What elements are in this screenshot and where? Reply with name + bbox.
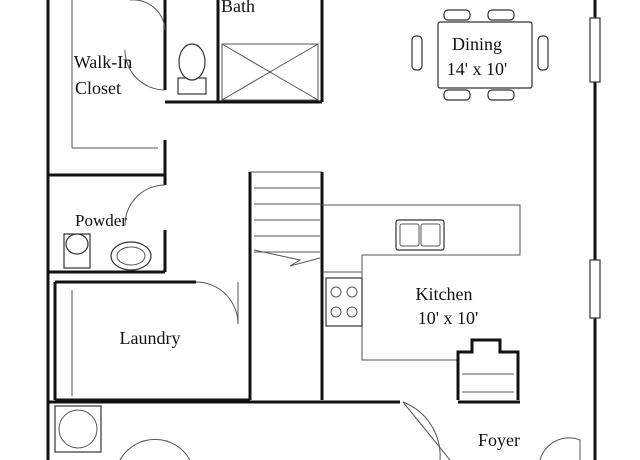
toilet-icon [177, 43, 207, 95]
closet-upper-door-swing [130, 0, 166, 31]
room-label-walk-in: Walk-In [74, 52, 133, 72]
room-size-dining: 14' x 10' [447, 59, 508, 79]
powder-area [48, 175, 167, 274]
dining-table-icon [411, 9, 549, 101]
pantry [456, 338, 520, 400]
bath-area [165, 0, 324, 104]
foyer-door-leaf [402, 401, 451, 460]
sink-icon [110, 241, 152, 271]
room-label-powder: Powder [75, 211, 127, 230]
exterior-walls [46, 0, 601, 460]
room-size-kitchen: 10' x 10' [418, 308, 479, 328]
stove-icon [325, 277, 363, 327]
window-lower [589, 259, 601, 319]
kitchen-area [322, 204, 521, 400]
kitchen-sink-icon [395, 219, 445, 251]
powder-door-swing [124, 184, 166, 226]
room-label-foyer: Foyer [478, 430, 520, 450]
staircase [250, 171, 324, 400]
foyer-area [48, 400, 581, 460]
shower [221, 43, 319, 101]
walk-in-closet-area [48, 0, 167, 177]
window-upper [589, 17, 601, 83]
room-label-laundry: Laundry [120, 328, 181, 348]
room-label-kitchen: Kitchen [416, 284, 473, 304]
toilet-icon [63, 233, 91, 269]
closet-door-swing [124, 49, 166, 91]
room-label-closet: Closet [75, 78, 121, 98]
laundry-door-swing [195, 281, 239, 325]
room-label-dining: Dining [452, 34, 502, 54]
room-label-bath: Bath [221, 0, 255, 16]
water-heater-icon [54, 405, 102, 453]
laundry-area [53, 172, 252, 402]
